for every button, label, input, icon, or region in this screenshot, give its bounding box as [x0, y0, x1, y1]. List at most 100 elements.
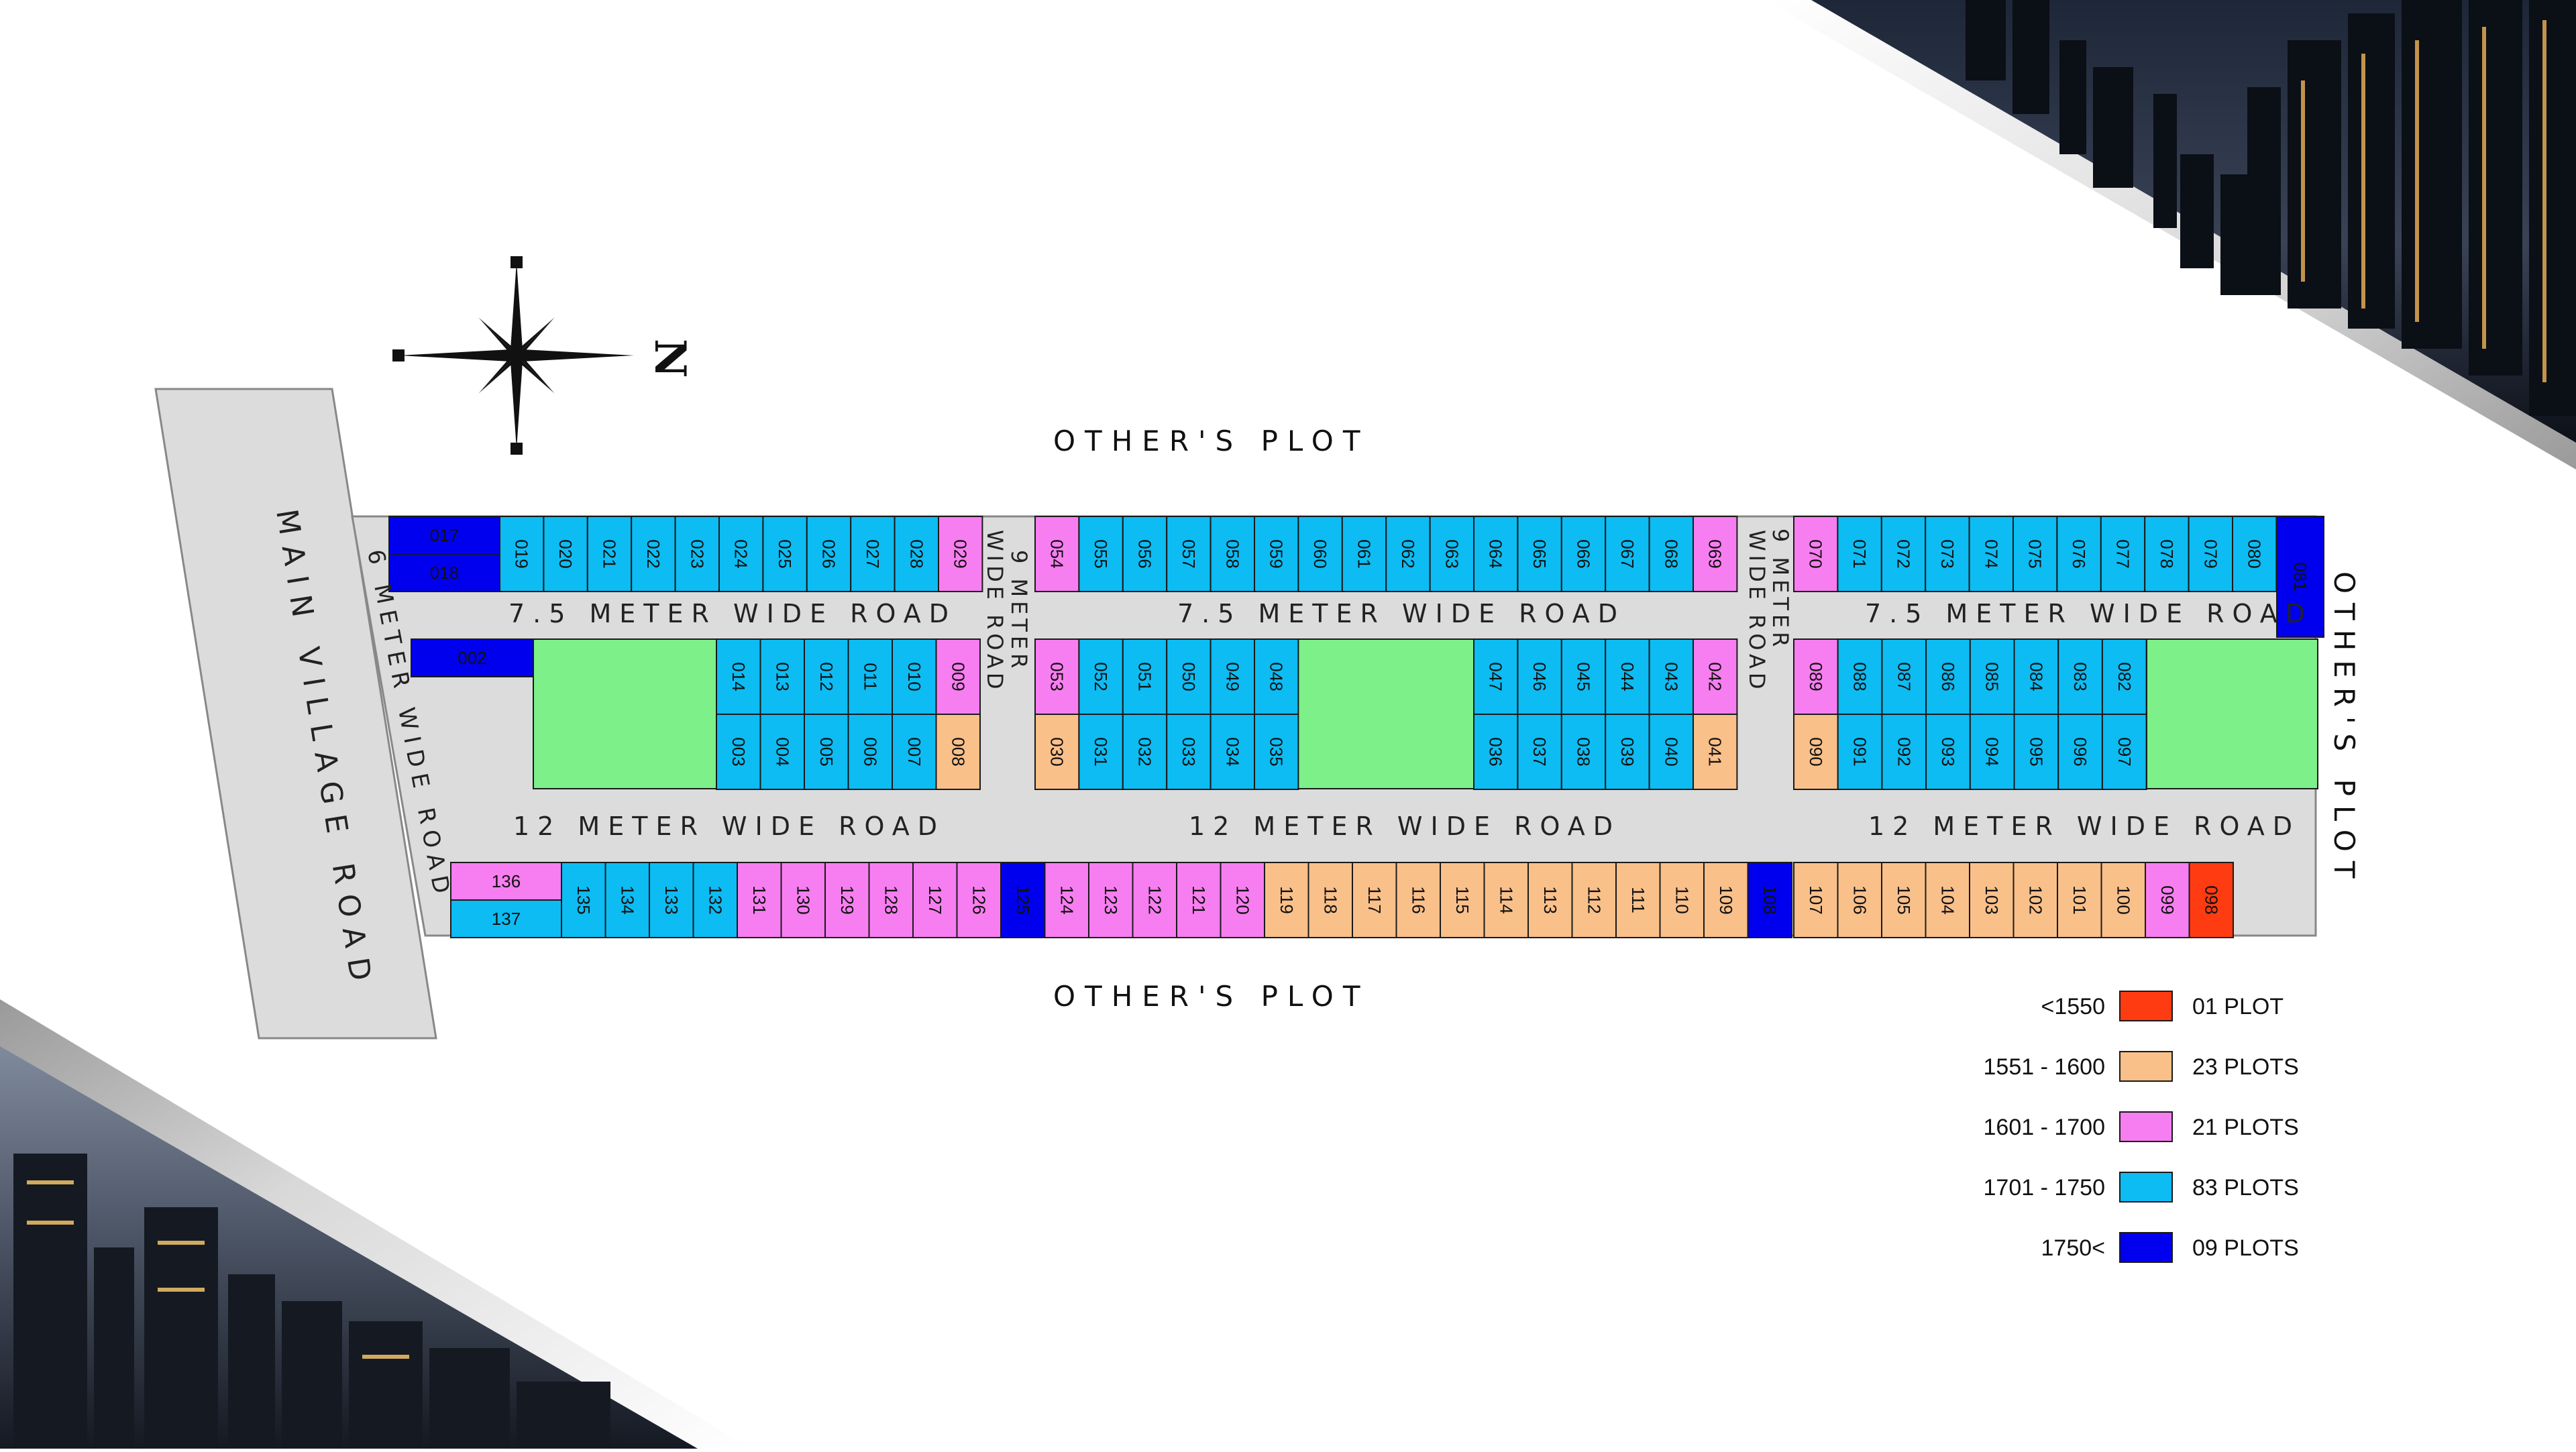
- plot-032[interactable]: 032: [1122, 714, 1168, 790]
- plot-036[interactable]: 036: [1473, 714, 1519, 790]
- plot-017[interactable]: 017: [388, 516, 500, 555]
- plot-078[interactable]: 078: [2144, 516, 2190, 592]
- plot-004[interactable]: 004: [759, 714, 805, 790]
- plot-109[interactable]: 109: [1703, 862, 1749, 938]
- plot-029[interactable]: 029: [938, 516, 983, 592]
- plot-058[interactable]: 058: [1210, 516, 1255, 592]
- plot-095[interactable]: 095: [2013, 714, 2059, 790]
- plot-131[interactable]: 131: [737, 862, 782, 938]
- plot-048[interactable]: 048: [1254, 638, 1299, 715]
- plot-040[interactable]: 040: [1648, 714, 1695, 790]
- plot-074[interactable]: 074: [1968, 516, 2015, 592]
- plot-062[interactable]: 062: [1385, 516, 1431, 592]
- plot-077[interactable]: 077: [2100, 516, 2146, 592]
- plot-117[interactable]: 117: [1352, 862, 1397, 938]
- plot-103[interactable]: 103: [1969, 862, 2015, 938]
- plot-094[interactable]: 094: [1969, 714, 2015, 790]
- plot-003[interactable]: 003: [716, 714, 761, 790]
- plot-083[interactable]: 083: [2057, 638, 2103, 715]
- plot-102[interactable]: 102: [2012, 862, 2058, 938]
- plot-011[interactable]: 011: [847, 638, 893, 715]
- plot-112[interactable]: 112: [1571, 862, 1617, 938]
- plot-118[interactable]: 118: [1307, 862, 1353, 938]
- plot-023[interactable]: 023: [674, 516, 720, 592]
- plot-111[interactable]: 111: [1615, 862, 1661, 938]
- plot-054[interactable]: 054: [1034, 516, 1080, 592]
- plot-028[interactable]: 028: [894, 516, 939, 592]
- plot-107[interactable]: 107: [1793, 862, 1839, 938]
- plot-137[interactable]: 137: [450, 899, 562, 938]
- plot-072[interactable]: 072: [1880, 516, 1927, 592]
- plot-067[interactable]: 067: [1605, 516, 1650, 592]
- plot-085[interactable]: 085: [1969, 638, 2015, 715]
- plot-100[interactable]: 100: [2100, 862, 2146, 938]
- plot-132[interactable]: 132: [692, 862, 738, 938]
- plot-065[interactable]: 065: [1517, 516, 1562, 592]
- plot-025[interactable]: 025: [762, 516, 808, 592]
- plot-059[interactable]: 059: [1254, 516, 1299, 592]
- plot-041[interactable]: 041: [1693, 714, 1738, 790]
- plot-013[interactable]: 013: [759, 638, 805, 715]
- plot-099[interactable]: 099: [2145, 862, 2190, 938]
- plot-108[interactable]: 108: [1747, 862, 1792, 938]
- plot-127[interactable]: 127: [912, 862, 958, 938]
- plot-115[interactable]: 115: [1440, 862, 1485, 938]
- plot-133[interactable]: 133: [649, 862, 694, 938]
- plot-037[interactable]: 037: [1517, 714, 1562, 790]
- plot-020[interactable]: 020: [543, 516, 588, 592]
- plot-019[interactable]: 019: [499, 516, 545, 592]
- plot-114[interactable]: 114: [1483, 862, 1529, 938]
- plot-033[interactable]: 033: [1166, 714, 1212, 790]
- plot-012[interactable]: 012: [804, 638, 849, 715]
- plot-053[interactable]: 053: [1034, 638, 1080, 715]
- plot-038[interactable]: 038: [1560, 714, 1607, 790]
- plot-130[interactable]: 130: [780, 862, 826, 938]
- plot-120[interactable]: 120: [1220, 862, 1265, 938]
- plot-009[interactable]: 009: [935, 638, 981, 715]
- plot-081[interactable]: 081: [2276, 516, 2324, 638]
- plot-051[interactable]: 051: [1122, 638, 1168, 715]
- plot-098[interactable]: 098: [2188, 862, 2234, 938]
- plot-008[interactable]: 008: [935, 714, 981, 790]
- plot-005[interactable]: 005: [804, 714, 849, 790]
- plot-124[interactable]: 124: [1044, 862, 1089, 938]
- plot-064[interactable]: 064: [1473, 516, 1519, 592]
- plot-121[interactable]: 121: [1176, 862, 1222, 938]
- plot-116[interactable]: 116: [1395, 862, 1441, 938]
- plot-101[interactable]: 101: [2057, 862, 2102, 938]
- plot-134[interactable]: 134: [604, 862, 650, 938]
- plot-056[interactable]: 056: [1122, 516, 1168, 592]
- plot-088[interactable]: 088: [1837, 638, 1883, 715]
- plot-126[interactable]: 126: [956, 862, 1002, 938]
- plot-010[interactable]: 010: [892, 638, 937, 715]
- plot-087[interactable]: 087: [1881, 638, 1927, 715]
- plot-076[interactable]: 076: [2056, 516, 2102, 592]
- plot-045[interactable]: 045: [1560, 638, 1607, 715]
- plot-070[interactable]: 070: [1793, 516, 1839, 592]
- plot-105[interactable]: 105: [1881, 862, 1927, 938]
- plot-030[interactable]: 030: [1034, 714, 1080, 790]
- plot-071[interactable]: 071: [1837, 516, 1882, 592]
- plot-068[interactable]: 068: [1648, 516, 1695, 592]
- plot-080[interactable]: 080: [2232, 516, 2277, 592]
- plot-084[interactable]: 084: [2013, 638, 2059, 715]
- plot-027[interactable]: 027: [850, 516, 896, 592]
- plot-125[interactable]: 125: [1000, 862, 1046, 938]
- plot-073[interactable]: 073: [1925, 516, 1970, 592]
- plot-093[interactable]: 093: [1925, 714, 1971, 790]
- plot-135[interactable]: 135: [561, 862, 606, 938]
- plot-082[interactable]: 082: [2101, 638, 2147, 715]
- plot-021[interactable]: 021: [586, 516, 633, 592]
- plot-091[interactable]: 091: [1837, 714, 1883, 790]
- plot-075[interactable]: 075: [2012, 516, 2058, 592]
- plot-006[interactable]: 006: [847, 714, 893, 790]
- plot-063[interactable]: 063: [1429, 516, 1475, 592]
- plot-096[interactable]: 096: [2057, 714, 2103, 790]
- plot-113[interactable]: 113: [1527, 862, 1573, 938]
- plot-097[interactable]: 097: [2101, 714, 2147, 790]
- plot-042[interactable]: 042: [1693, 638, 1738, 715]
- plot-039[interactable]: 039: [1605, 714, 1650, 790]
- plot-026[interactable]: 026: [806, 516, 852, 592]
- plot-052[interactable]: 052: [1078, 638, 1124, 715]
- plot-035[interactable]: 035: [1254, 714, 1299, 790]
